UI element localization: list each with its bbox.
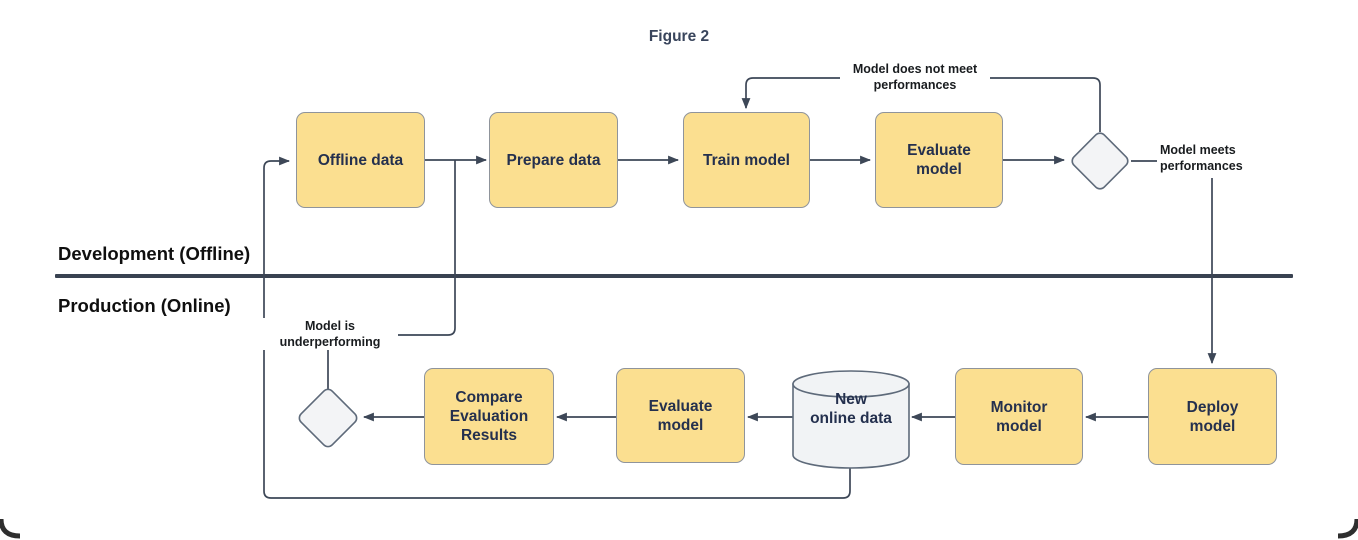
node-evaluate-model-prod: Evaluate model (616, 368, 745, 463)
edge-label-model-is-underperforming: Model is underperforming (262, 318, 398, 350)
node-monitor-model: Monitor model (955, 368, 1083, 465)
edge-label-model-does-not-meet-performances: Model does not meet performances (840, 61, 990, 93)
decision-diamond-dev (1071, 132, 1129, 190)
edge-online-data-to-offline-data (263, 156, 851, 499)
figure-title: Figure 2 (648, 28, 710, 45)
node-evaluate-model-dev: Evaluate model (875, 112, 1003, 208)
decision-diamond-prod (298, 388, 358, 448)
lane-label-production-online: Production (Online) (58, 295, 231, 316)
lane-divider (55, 274, 1293, 278)
node-compare-evaluation-results: Compare Evaluation Results (424, 368, 554, 465)
database-cylinder-top (792, 370, 910, 398)
edge-label-model-meets-performances: Model meets performances (1160, 143, 1243, 173)
lane-label-development-offline: Development (Offline) (58, 243, 251, 264)
node-offline-data: Offline data (296, 112, 425, 208)
database-cylinder-body (792, 383, 910, 469)
database-cylinder-new-online-data (792, 370, 910, 469)
node-new-online-data-label: New online data (810, 391, 892, 427)
node-prepare-data: Prepare data (489, 112, 618, 208)
node-deploy-model: Deploy model (1148, 368, 1277, 465)
node-train-model: Train model (683, 112, 810, 208)
